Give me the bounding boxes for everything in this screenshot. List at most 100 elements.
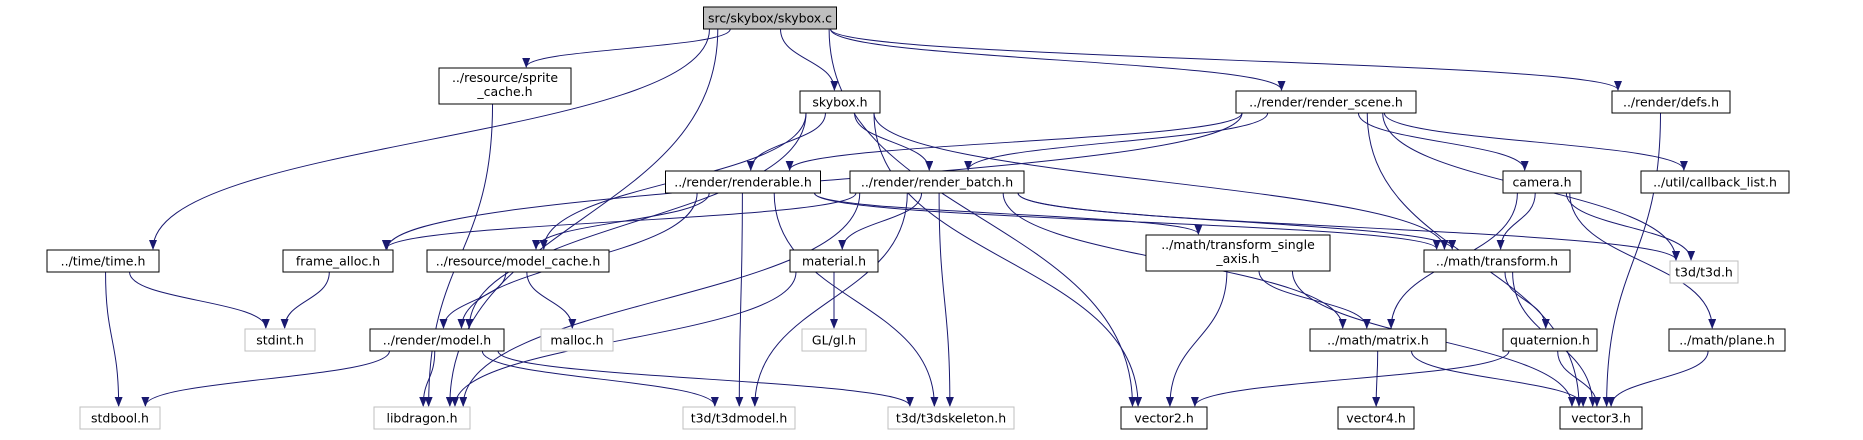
node-sprite_cache[interactable]: ../resource/sprite_cache.h <box>438 67 572 105</box>
node-model_cache-label-0: ../resource/model_cache.h <box>436 254 601 269</box>
edge-render_model-to-t3dmodel <box>481 350 719 407</box>
node-render_scene[interactable]: ../render/render_scene.h <box>1235 90 1417 114</box>
node-defs-box <box>1611 90 1731 114</box>
node-transform_single[interactable]: ../math/transform_single_axis.h <box>1145 234 1331 272</box>
edge-renderable-to-transform_single <box>814 192 1203 235</box>
node-render_model-box <box>369 328 505 352</box>
node-stdint-label-0: stdint.h <box>256 333 304 348</box>
node-t3dmodel-box <box>682 406 796 430</box>
edge-matrix-to-vector4 <box>1372 350 1381 407</box>
node-model_cache[interactable]: ../resource/model_cache.h <box>426 249 610 273</box>
node-skybox_h[interactable]: skybox.h <box>799 90 881 114</box>
node-camera[interactable]: camera.h <box>1502 170 1582 194</box>
edge-quaternion-to-vector2 <box>1190 350 1510 407</box>
edge-render_batch-to-frame_alloc <box>382 192 857 250</box>
node-quaternion-label-0: quaternion.h <box>1510 333 1590 348</box>
node-renderable[interactable]: ../render/renderable.h <box>665 170 821 194</box>
edge-root-to-time <box>149 28 710 250</box>
edge-root-to-skybox_h <box>780 28 839 91</box>
node-sprite_cache-box <box>438 67 572 105</box>
edge-camera-to-plane <box>1569 192 1717 329</box>
edge-time-to-stdbool <box>105 271 123 407</box>
node-time-label-0: ../time/time.h <box>61 254 146 269</box>
node-render_batch-box <box>849 170 1025 194</box>
node-skybox_h-label-0: skybox.h <box>812 95 867 110</box>
node-quaternion[interactable]: quaternion.h <box>1502 328 1598 352</box>
node-malloc: malloc.h <box>540 328 614 352</box>
node-plane[interactable]: ../math/plane.h <box>1668 328 1786 352</box>
node-vector2[interactable]: vector2.h <box>1120 406 1208 430</box>
node-transform[interactable]: ../math/transform.h <box>1423 249 1571 273</box>
node-callback_list-box <box>1640 170 1790 194</box>
edge-model_cache-to-malloc <box>526 271 577 329</box>
node-t3dskeleton: t3d/t3dskeleton.h <box>887 406 1015 430</box>
node-plane-label-0: ../math/plane.h <box>1679 333 1775 348</box>
node-matrix[interactable]: ../math/matrix.h <box>1309 328 1447 352</box>
node-stdint: stdint.h <box>244 328 316 352</box>
node-sprite_cache-label-0: ../resource/sprite <box>452 70 558 85</box>
node-material-box <box>789 249 879 273</box>
edge-transform_single-to-vector2 <box>1165 270 1228 407</box>
edge-quaternion-to-vector3 <box>1557 350 1601 407</box>
node-vector3-label-0: vector3.h <box>1571 411 1631 426</box>
node-transform-box <box>1423 249 1571 273</box>
node-vector4[interactable]: vector4.h <box>1337 406 1415 430</box>
node-callback_list-label-0: ../util/callback_list.h <box>1653 175 1777 190</box>
node-t3d-label-0: t3d/t3d.h <box>1675 265 1733 280</box>
node-renderable-label-0: ../render/renderable.h <box>674 175 812 190</box>
node-renderable-box <box>665 170 821 194</box>
node-camera-box <box>1502 170 1582 194</box>
node-transform_single-label-0: ../math/transform_single <box>1161 237 1315 252</box>
node-material[interactable]: material.h <box>789 249 879 273</box>
node-t3dskeleton-box <box>887 406 1015 430</box>
node-t3dskeleton-label-0: t3d/t3dskeleton.h <box>896 411 1006 426</box>
edge-camera-to-transform <box>1496 192 1536 250</box>
node-libdragon: libdragon.h <box>373 406 471 430</box>
node-matrix-box <box>1309 328 1447 352</box>
edge-render_model-to-t3dskeleton <box>497 350 914 407</box>
node-time-box <box>46 249 160 273</box>
edge-root-to-render_scene <box>830 28 1286 91</box>
nodes-layer: src/skybox/skybox.c ../resource/sprite_ca… <box>46 6 1790 430</box>
edge-render_scene-to-renderable <box>785 112 1243 171</box>
edge-root-to-vector2 <box>828 28 1137 407</box>
node-stdbool: stdbool.h <box>79 406 161 430</box>
node-vector4-label-0: vector4.h <box>1346 411 1406 426</box>
edge-root-to-defs <box>830 28 1622 91</box>
node-quaternion-box <box>1502 328 1598 352</box>
edge-skybox_h-to-vector2 <box>873 112 1143 407</box>
edge-skybox_h-to-transform <box>873 112 1449 250</box>
node-vector3[interactable]: vector3.h <box>1559 406 1643 430</box>
edge-render_batch-to-t3d <box>1017 192 1680 261</box>
node-render_batch[interactable]: ../render/render_batch.h <box>849 170 1025 194</box>
node-callback_list[interactable]: ../util/callback_list.h <box>1640 170 1790 194</box>
edge-render_scene-to-camera <box>1357 112 1529 171</box>
node-root[interactable]: src/skybox/skybox.c <box>703 6 837 30</box>
edges-layer <box>105 28 1717 407</box>
node-render_batch-label-0: ../render/render_batch.h <box>861 175 1013 190</box>
node-matrix-label-0: ../math/matrix.h <box>1327 333 1429 348</box>
node-frame_alloc[interactable]: frame_alloc.h <box>282 249 394 273</box>
node-time[interactable]: ../time/time.h <box>46 249 160 273</box>
node-frame_alloc-box <box>282 249 394 273</box>
node-defs[interactable]: ../render/defs.h <box>1611 90 1731 114</box>
node-root-label-0: src/skybox/skybox.c <box>708 11 832 26</box>
edge-model_cache-to-render_model <box>439 271 507 329</box>
node-defs-label-0: ../render/defs.h <box>1623 95 1719 110</box>
node-libdragon-box <box>373 406 471 430</box>
edge-time-to-stdint <box>129 271 270 329</box>
node-vector3-box <box>1559 406 1643 430</box>
edge-skybox_h-to-renderable <box>746 112 826 171</box>
node-render_model[interactable]: ../render/model.h <box>369 328 505 352</box>
node-t3dmodel: t3d/t3dmodel.h <box>682 406 796 430</box>
node-stdbool-box <box>79 406 161 430</box>
edge-transform-to-quaternion <box>1504 271 1550 329</box>
node-camera-label-0: camera.h <box>1512 175 1571 190</box>
node-libdragon-label-0: libdragon.h <box>386 411 457 426</box>
node-transform_single-box <box>1145 234 1331 272</box>
node-root-box <box>703 6 837 30</box>
node-render_scene-label-0: ../render/render_scene.h <box>1249 95 1403 110</box>
node-t3d-box <box>1669 260 1739 284</box>
edge-renderable-to-t3dmodel <box>735 192 744 407</box>
